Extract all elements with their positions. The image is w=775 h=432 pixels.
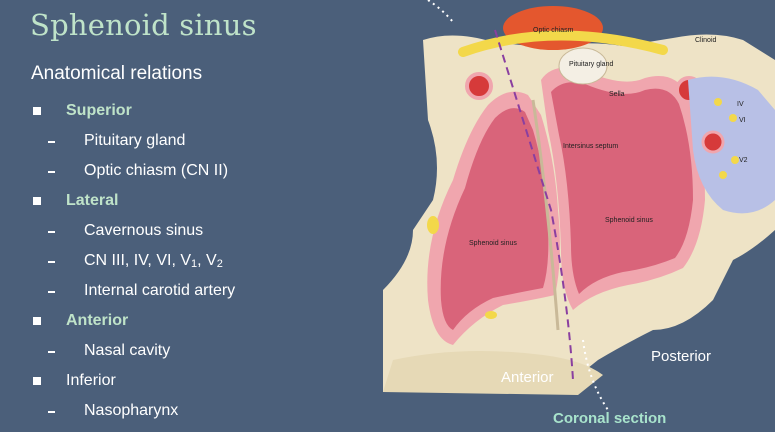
list-item-text: Cavernous sinus — [84, 222, 204, 239]
square-bullet-icon — [33, 377, 41, 385]
cavernous-sinus-region — [688, 76, 775, 214]
list-item-text: Lateral — [66, 192, 119, 209]
nerve-dot-4 — [719, 171, 727, 179]
square-bullet-icon — [33, 107, 41, 115]
dash-bullet-icon — [48, 261, 55, 263]
slide-title: Sphenoid sinus — [30, 8, 257, 42]
list-heading: Inferior — [0, 366, 370, 396]
list-item-text: CN III, IV, VI, V1, V2 — [84, 252, 223, 270]
list-heading: Lateral — [0, 186, 370, 216]
nerve-dot-3 — [731, 156, 739, 164]
dash-bullet-icon — [48, 141, 55, 143]
floor-nerve-dot — [485, 311, 497, 319]
right-sinus-inner — [551, 82, 693, 294]
list-item-text: Anterior — [66, 312, 129, 329]
dotted-arc-bottom — [582, 339, 609, 411]
list-item-text: Internal carotid artery — [84, 282, 236, 299]
label-clinoid: Clinoid — [695, 37, 717, 44]
label-sinus-right: Sphenoid sinus — [605, 217, 653, 224]
dotted-arc-top — [427, 0, 454, 23]
label-septum: Intersinus septum — [563, 143, 618, 150]
label-sella: Sella — [609, 91, 625, 98]
list-item: Nasal cavity — [0, 336, 370, 366]
list-item-text: Nasopharynx — [84, 402, 179, 419]
slide-subtitle: Anatomical relations — [31, 63, 203, 84]
sphenoid-diagram: Optic chiasm Pituitary gland Clinoid Sel… — [383, 0, 775, 411]
dash-bullet-icon — [48, 291, 55, 293]
list-item-text: Optic chiasm (CN II) — [84, 162, 229, 179]
square-bullet-icon — [33, 197, 41, 205]
left-carotid-artery — [465, 72, 493, 100]
square-bullet-icon — [33, 317, 41, 325]
list-item: Nasopharynx — [0, 396, 370, 426]
dash-bullet-icon — [48, 351, 55, 353]
coronal-plane-line — [494, 29, 574, 381]
left-sinus-inner — [440, 108, 549, 331]
list-heading: Anterior — [0, 306, 370, 336]
list-item-text: Inferior — [66, 372, 116, 389]
intersinus-septum-shape — [531, 99, 560, 331]
figure-caption: Coronal section — [553, 410, 667, 427]
list-item: CN III, IV, VI, V1, V2 — [0, 246, 370, 276]
nerve-dot-2 — [729, 114, 737, 122]
label-pituitary: Pituitary gland — [569, 61, 613, 68]
list-item-text: Superior — [66, 102, 132, 119]
list-heading: Superior — [0, 96, 370, 126]
bone-floor — [383, 351, 603, 395]
list-item: Pituitary gland — [0, 126, 370, 156]
nerve-dot-1 — [714, 98, 722, 106]
list-item-text: Pituitary gland — [84, 132, 186, 149]
label-nerve-iv: IV — [737, 101, 744, 108]
cavernous-carotid — [701, 130, 725, 154]
coronal-section-figure: Optic chiasm Pituitary gland Clinoid Sel… — [383, 0, 775, 427]
dash-bullet-icon — [48, 231, 55, 233]
label-nerve-vi: VI — [739, 117, 746, 124]
dash-bullet-icon — [48, 171, 55, 173]
label-posterior: Posterior — [651, 348, 712, 365]
label-sinus-left: Sphenoid sinus — [469, 240, 517, 247]
list-item: Cavernous sinus — [0, 216, 370, 246]
optic-nerve — [458, 30, 668, 57]
label-anterior: Anterior — [501, 369, 554, 386]
label-nerve-v2: V2 — [739, 157, 748, 164]
dash-bullet-icon — [48, 411, 55, 413]
label-optic-chiasm: Optic chiasm — [533, 27, 574, 34]
pituitary-shape — [558, 47, 608, 85]
list-item-text: Nasal cavity — [84, 342, 171, 359]
list-item: Optic chiasm (CN II) — [0, 156, 370, 186]
left-nerve-dot — [427, 216, 439, 234]
list-item: Internal carotid artery — [0, 276, 370, 306]
